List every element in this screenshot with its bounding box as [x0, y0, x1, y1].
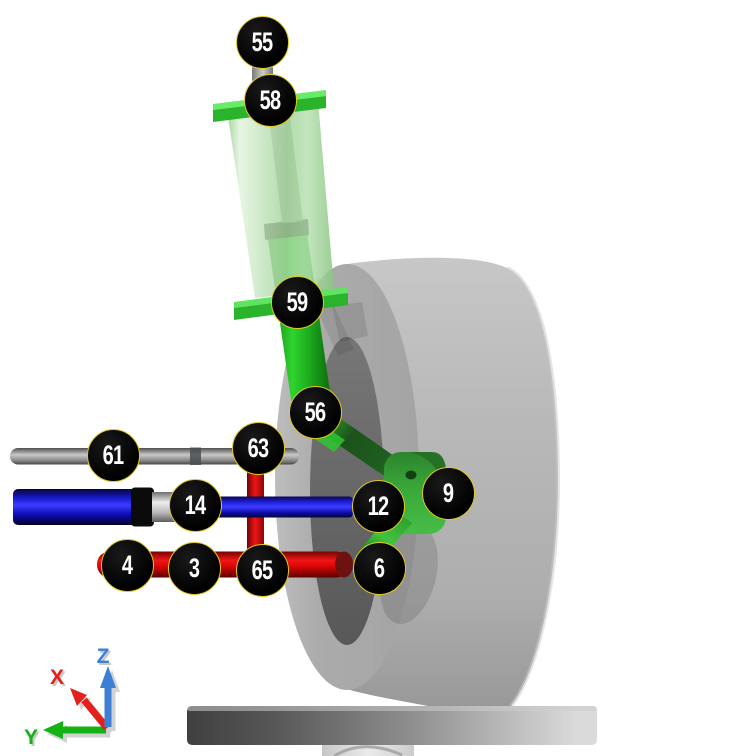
- som-badge-56[interactable]: 56: [288, 385, 342, 439]
- y-axis-label-shadow: Y: [26, 728, 40, 751]
- blue-actuator-collar: [131, 487, 154, 527]
- platform-disc: [187, 706, 597, 745]
- som-badge-label: 61: [102, 439, 124, 470]
- red-link-endcap: [335, 551, 353, 578]
- hub-pivot-hole: [405, 470, 417, 480]
- z-axis-arrowhead: [100, 666, 116, 688]
- som-badge-63[interactable]: 63: [231, 421, 285, 475]
- y-axis-label: Y: [24, 726, 38, 749]
- gray-guide-rod-joint: [190, 447, 201, 465]
- som-badge-55[interactable]: 55: [235, 15, 289, 69]
- gray-guide-rod: [10, 448, 299, 465]
- som-badge-label: 14: [184, 489, 206, 520]
- som-badge-65[interactable]: 65: [235, 543, 289, 597]
- som-badge-9[interactable]: 9: [421, 466, 475, 520]
- som-badge-4[interactable]: 4: [100, 538, 154, 592]
- axis-triad: X Z Y X Z Y: [24, 645, 120, 751]
- som-badge-12[interactable]: 12: [351, 479, 405, 533]
- flange-shadow: [332, 302, 368, 342]
- x-axis-arrowhead: [70, 688, 87, 706]
- blue-actuator-barrel: [13, 489, 153, 525]
- som-badge-label: 6: [373, 552, 385, 583]
- som-badge-58[interactable]: 58: [243, 73, 297, 127]
- pedestal-arc: [333, 745, 403, 756]
- x-axis-arrow: [81, 697, 110, 731]
- som-badge-label: 59: [286, 286, 308, 317]
- y-axis-arrowhead: [43, 721, 63, 739]
- som-badge-label: 9: [442, 477, 454, 508]
- cylinder-sleeve-translucent: [227, 100, 334, 298]
- x-axis-label-shadow: X: [52, 668, 66, 691]
- som-badge-59[interactable]: 59: [270, 275, 324, 329]
- som-badge-label: 65: [251, 554, 273, 585]
- som-badge-14[interactable]: 14: [168, 478, 222, 532]
- pedestal: [322, 745, 414, 756]
- som-badge-label: 63: [247, 432, 269, 463]
- som-badge-label: 12: [367, 490, 389, 521]
- som-badge-3[interactable]: 3: [167, 541, 221, 595]
- som-badge-label: 58: [259, 84, 281, 115]
- som-badge-label: 55: [251, 26, 273, 57]
- z-axis-label-shadow: Z: [99, 647, 112, 670]
- x-axis-label: X: [50, 666, 64, 689]
- wheel-rim-edge-highlight: [506, 266, 561, 708]
- som-badge-label: 56: [304, 396, 326, 427]
- som-badge-6[interactable]: 6: [352, 541, 406, 595]
- z-axis-label: Z: [97, 645, 110, 668]
- som-badge-61[interactable]: 61: [86, 428, 140, 482]
- som-badge-label: 4: [121, 549, 133, 580]
- platform-top-highlight: [187, 706, 597, 711]
- som-badge-label: 3: [188, 552, 200, 583]
